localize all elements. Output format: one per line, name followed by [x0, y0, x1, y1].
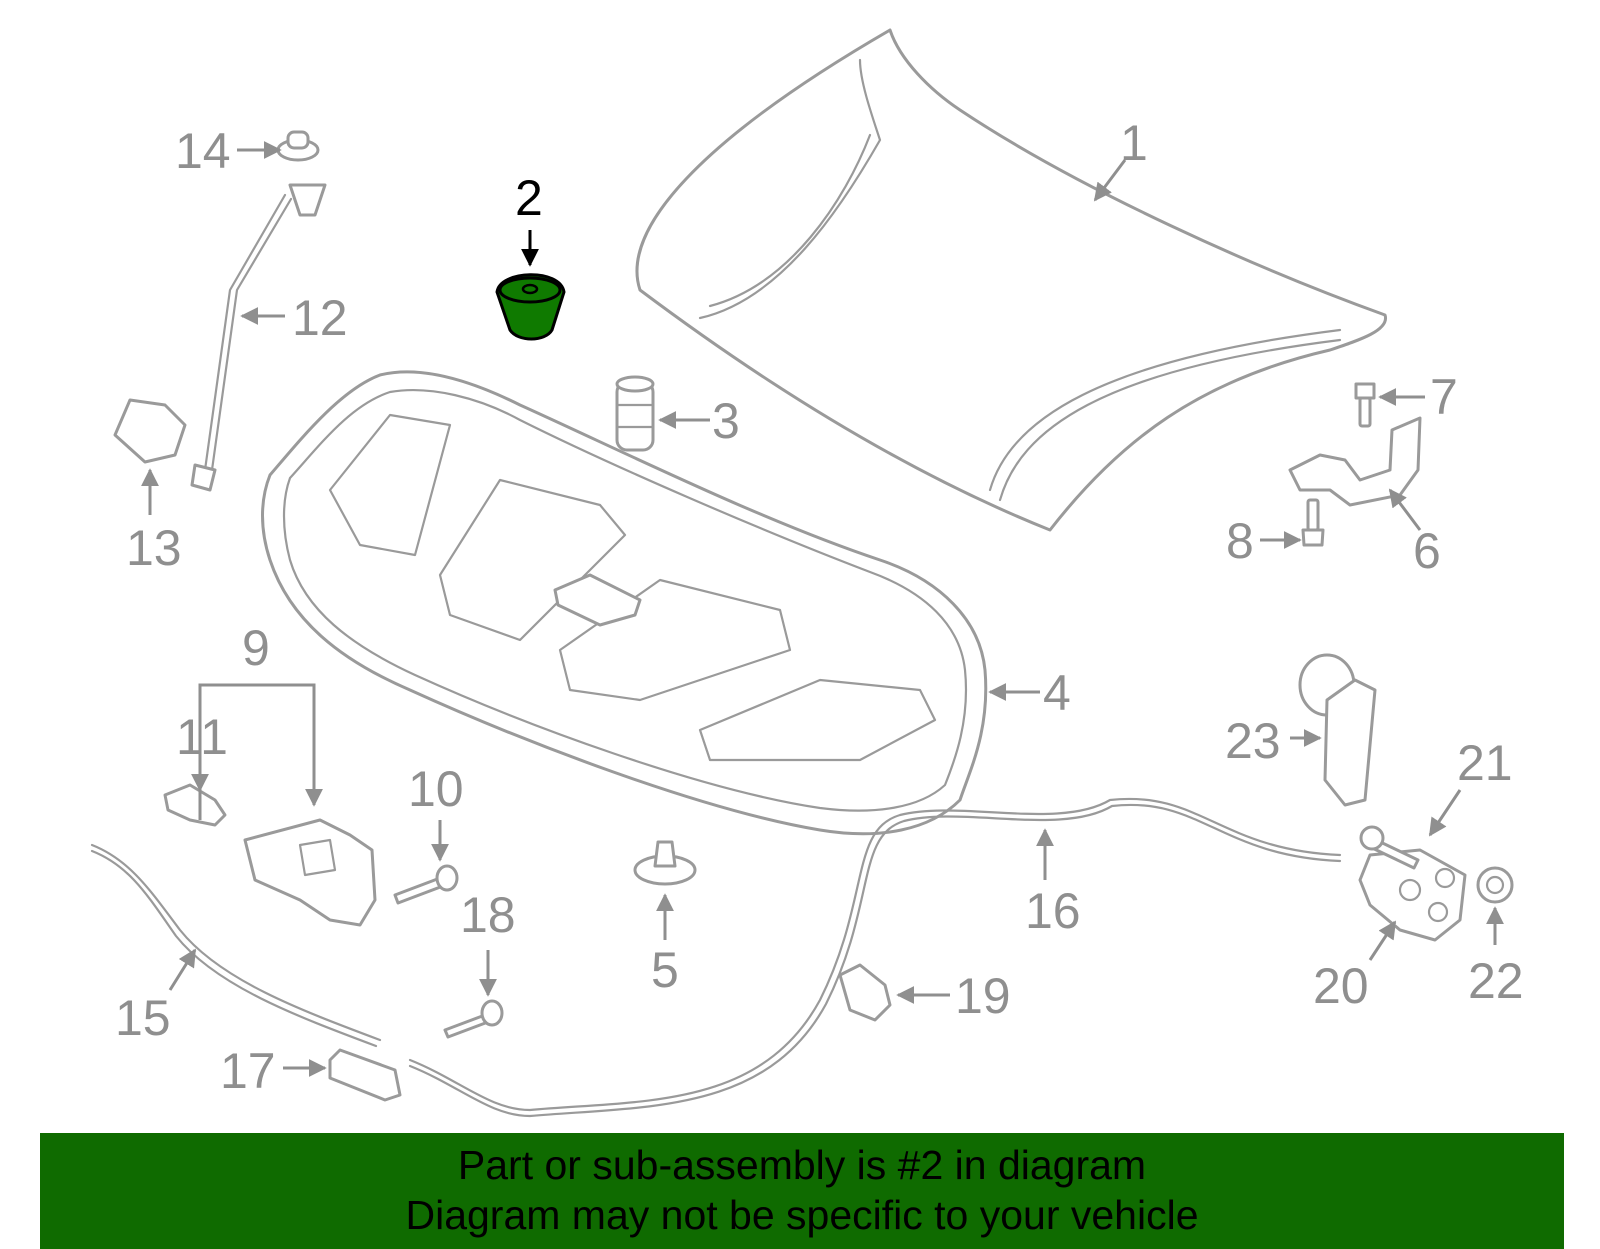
callout-10: 10: [408, 761, 464, 817]
callout-8: 8: [1226, 513, 1254, 569]
leader-lines: [141, 141, 1504, 1077]
switch-part: [163, 783, 227, 827]
bolt-part-18: [443, 999, 504, 1039]
callout-15: 15: [115, 990, 171, 1046]
nut-part: [1476, 866, 1514, 904]
callout-13: 13: [126, 520, 182, 576]
lock-part: [1358, 848, 1467, 942]
bolt-part-8: [1301, 498, 1325, 547]
callout-19: 19: [955, 968, 1011, 1024]
callout-4: 4: [1043, 665, 1071, 721]
callout-18: 18: [460, 887, 516, 943]
bolt-part-7: [1354, 382, 1376, 428]
cable-guide-part: [838, 963, 892, 1022]
banner-line-2: Diagram may not be specific to your vehi…: [405, 1192, 1199, 1238]
callout-14: 14: [175, 123, 231, 179]
callout-9: 9: [242, 620, 270, 676]
callout-21: 21: [1457, 735, 1513, 791]
callout-12: 12: [292, 290, 348, 346]
bolt-part-21: [1359, 825, 1420, 870]
callout-16: 16: [1025, 883, 1081, 939]
retainer-clip-part: [633, 840, 697, 886]
rod-holder-part: [113, 398, 187, 464]
hood-bumper-part-highlighted[interactable]: [495, 273, 566, 341]
hood-release-cable-part: [408, 797, 1342, 1118]
grommet-part: [276, 130, 320, 162]
release-cable-part: [90, 843, 382, 1048]
callout-20: 20: [1313, 958, 1369, 1014]
callout-5: 5: [651, 942, 679, 998]
callout-3: 3: [712, 393, 740, 449]
callout-labels: 1 2 3 4 5 6 7 8 9 10 11 12 13 14 15 16 1…: [115, 115, 1524, 1099]
hood-latch-part: [243, 818, 377, 927]
banner-line-1: Part or sub-assembly is #2 in diagram: [457, 1142, 1147, 1188]
callout-23: 23: [1225, 713, 1281, 769]
prop-rod-part: [190, 183, 327, 492]
hood-insulator-part: [261, 370, 988, 836]
bolt-part-10: [393, 864, 459, 905]
callout-17: 17: [220, 1043, 276, 1099]
bumper-stop-part: [615, 375, 655, 452]
callout-11: 11: [176, 709, 228, 765]
callout-6: 6: [1413, 523, 1441, 579]
callout-2: 2: [515, 170, 543, 226]
info-banner: Part or sub-assembly is #2 in diagram Di…: [40, 1133, 1564, 1249]
striker-bracket-part: [1298, 653, 1377, 807]
bracket-part: [1288, 416, 1422, 507]
hood-part: [635, 28, 1387, 532]
callout-22: 22: [1468, 953, 1524, 1009]
release-handle-part: [328, 1048, 402, 1102]
callout-1: 1: [1120, 115, 1148, 171]
callout-7: 7: [1430, 369, 1458, 425]
